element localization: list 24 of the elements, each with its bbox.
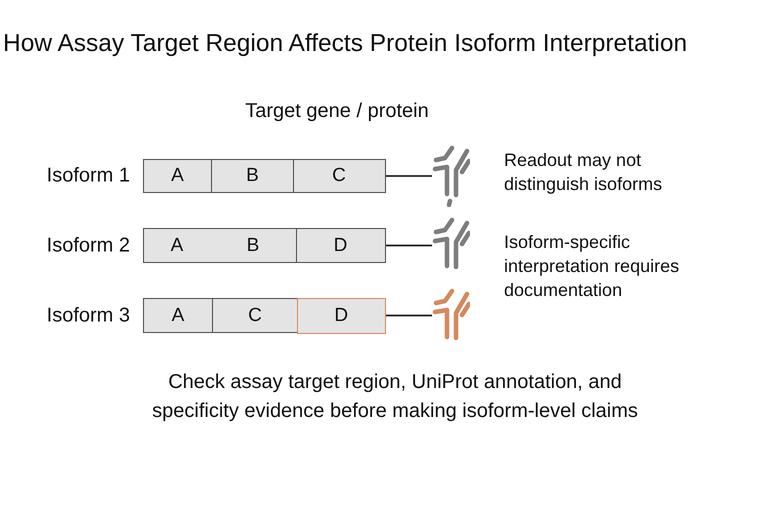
domain-segment [297,298,386,334]
segment-letter: A [171,165,184,187]
antibody-icon [432,145,470,207]
segment-letter: A [170,234,184,256]
segment-letter: A [172,304,184,326]
segment-letter: B [246,234,260,256]
isoform-label: Isoform 2 [46,234,130,257]
connector-line [386,244,432,246]
note-text: Readout may not distinguish isoforms [504,149,664,196]
isoform-label: Isoform 1 [46,164,130,188]
connector-line [386,314,432,316]
section-heading: Target gene / protein [244,99,430,123]
caption-text: Check assay target region, UniProt annotation, and specificity evidence before making isoform-level claims [151,370,639,424]
isoform-label: Isoform 3 [46,304,130,327]
antibody-icon [432,288,470,340]
segment-letter: D [334,234,348,256]
note-text: Isoform-specific interpretation requires documentation [504,231,680,302]
segment-letter: D [334,304,348,326]
segment-letter: C [332,165,346,187]
connector-line [386,175,432,177]
antibody-icon [432,217,470,269]
diagram-title: How Assay Target Region Affects Protein Isoform Interpretation [3,30,688,58]
segment-letter: C [248,304,262,326]
segment-letter: B [246,165,259,187]
